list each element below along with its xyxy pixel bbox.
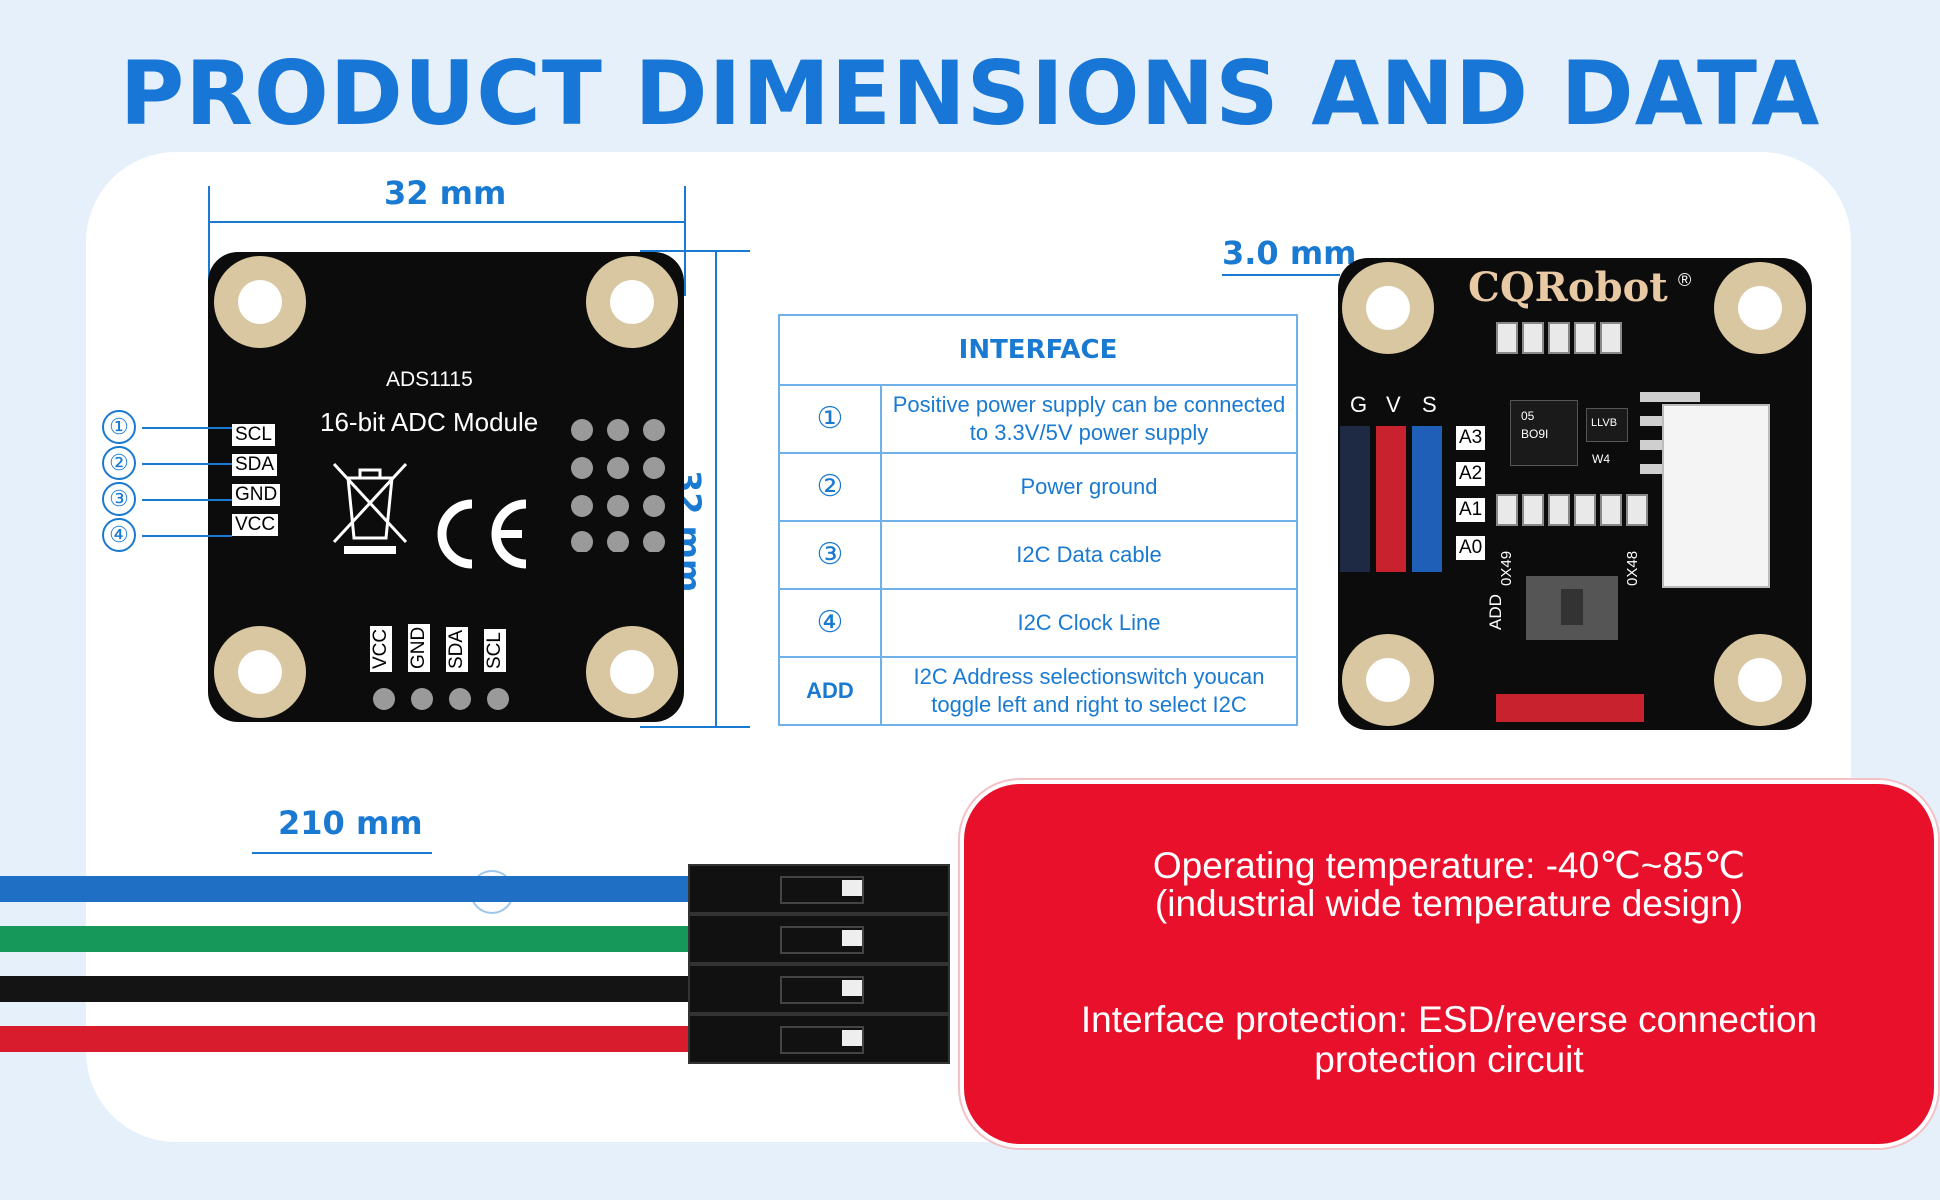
feature-line-3: Interface protection: ESD/reverse connec… [1080,999,1818,1040]
mount-hole [1714,262,1806,354]
dupont-connector [688,964,950,1014]
table-row: ADD I2C Address selectionswitch youcan t… [778,656,1298,726]
header-label-s: S [1422,392,1437,417]
dupont-connector [688,914,950,964]
row-key: ADD [778,656,882,726]
chip-mark: LLVB [1591,417,1618,429]
leader-line [142,427,232,429]
weee-bin-icon [332,462,408,554]
address-a3: A3 [1456,426,1486,450]
page-title: PRODUCT DIMENSIONS AND DATA [119,42,1821,145]
row-desc: I2C Data cable [880,520,1298,590]
ce-mark-icon [437,499,527,569]
row-desc: Power ground [880,452,1298,522]
pin-number-1: ① [102,410,136,444]
feature-line-1: Operating temperature: -40℃~85℃ [1152,845,1746,886]
width-label: 32 mm [384,174,507,212]
registered-mark: ® [1678,270,1692,290]
chip-mark: BO9I [1521,427,1549,441]
mount-hole [1342,634,1434,726]
chip-mark: 05 [1521,409,1535,423]
feature-line-2: (industrial wide temperature design) [1154,883,1744,924]
mount-hole [586,626,678,718]
interface-table: INTERFACE ① Positive power supply can be… [778,314,1298,726]
wire-blue [0,876,700,902]
pin-number-3: ③ [102,482,136,516]
bottom-pads [373,688,509,710]
switch-label-0x49: 0X49 [1498,550,1515,586]
mount-hole [586,256,678,348]
address-switch[interactable] [1526,576,1618,640]
bottom-pin-scl: SCL [484,629,506,672]
dupont-connector [688,864,950,914]
mount-hole [1714,634,1806,726]
bottom-header [1496,694,1644,722]
mount-hole [214,626,306,718]
cable-length-label: 210 mm [278,804,423,842]
table-row: ② Power ground [778,452,1298,522]
regulator-chip: LLVB [1586,408,1628,442]
table-row: ③ I2C Data cable [778,520,1298,590]
feature-line-4: protection circuit [1314,1039,1584,1080]
side-pin-sda: SDA [232,454,278,476]
wire-green [0,926,700,952]
row-key: ① [778,384,882,454]
side-pin-gnd: GND [232,484,281,506]
row-key: ④ [778,588,882,658]
wire-red [0,1026,700,1052]
mount-hole [1342,262,1434,354]
leader-line [252,852,432,854]
side-pin-vcc: VCC [232,514,279,536]
leader-line [142,499,232,501]
pin-number-2: ② [102,446,136,480]
features-box: Operating temperature: -40℃~85℃ (industr… [960,780,1938,1148]
table-row: ④ I2C Clock Line [778,588,1298,658]
table-row: ① Positive power supply can be connected… [778,384,1298,454]
switch-label-0x48: 0X48 [1624,550,1641,586]
leader-line [142,535,232,537]
row-key: ③ [778,520,882,590]
adc-chip: 05 BO9I [1510,400,1578,466]
address-a1: A1 [1456,498,1486,522]
wire-black [0,976,700,1002]
address-a2: A2 [1456,462,1486,486]
row-key: ② [778,452,882,522]
switch-label-add: ADD [1486,594,1505,630]
module-name: 16-bit ADC Module [320,407,539,437]
chip-name: ADS1115 [386,368,473,391]
bottom-pin-gnd: GND [408,623,430,672]
mount-hole [214,256,306,348]
leader-line [1222,274,1340,276]
interface-table-header: INTERFACE [778,314,1298,386]
bottom-pin-vcc: VCC [370,625,392,672]
brand-name: CQRobot [1468,264,1668,311]
row-desc: Positive power supply can be connected t… [880,384,1298,454]
pin-number-4: ④ [102,518,136,552]
row-desc: I2C Address selectionswitch youcan toggl… [880,656,1298,726]
chip-mark: W4 [1592,452,1610,466]
side-pin-scl: SCL [232,424,275,446]
leader-line [142,463,232,465]
adc-module-back: ADS1115 16-bit ADC Module SCL SDA GND VC… [208,252,684,722]
dupont-connector [688,1014,950,1064]
row-desc: I2C Clock Line [880,588,1298,658]
address-a0: A0 [1456,536,1486,560]
header-label-v: V [1386,392,1401,417]
header-label-g: G [1350,392,1368,417]
hole-dimension-label: 3.0 mm [1222,234,1357,272]
pin-grid [571,419,665,552]
bottom-pin-sda: SDA [446,626,468,672]
